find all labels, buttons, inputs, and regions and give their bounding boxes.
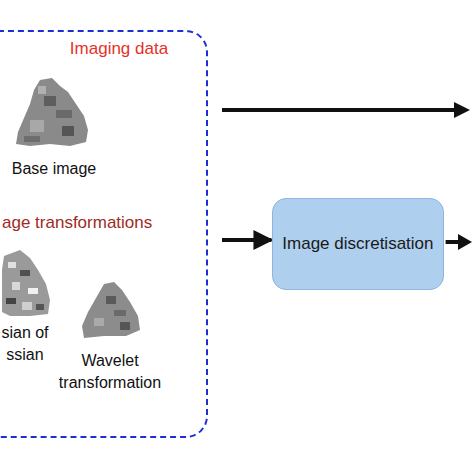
image-caption: Wavelet transformation <box>50 350 170 394</box>
section-heading: Imaging data <box>70 38 168 59</box>
process-box: Image discretisation <box>272 198 443 290</box>
image-caption: sian of ssian <box>0 322 52 366</box>
output-arrow <box>446 234 472 250</box>
section-heading: age transformations <box>2 212 152 233</box>
flow-arrow <box>222 238 271 242</box>
process-label: Image discretisation <box>282 233 433 254</box>
base-image-thumbnail <box>16 78 88 146</box>
image-caption: Base image <box>4 158 104 180</box>
wavelet-thumbnail <box>82 282 140 338</box>
output-arrow <box>222 102 470 118</box>
log-thumbnail <box>2 250 50 316</box>
